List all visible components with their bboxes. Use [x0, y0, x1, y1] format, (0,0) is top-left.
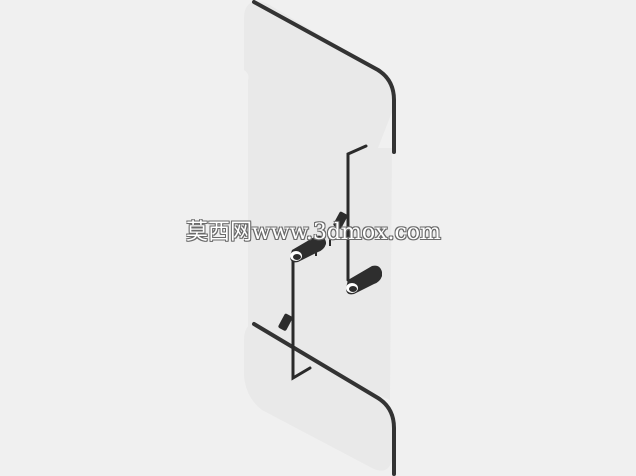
- bottom-leaf-panel: [244, 322, 392, 471]
- lower-tab: [278, 313, 293, 331]
- upper-slot-line: [346, 144, 368, 282]
- lower-slot-line: [291, 254, 312, 381]
- upper-tab: [333, 211, 348, 229]
- watermark-text: 莫西网www.3dmox.com: [186, 220, 441, 245]
- right-knuckle: [346, 265, 382, 295]
- bottom-leaf-edge: [252, 322, 396, 476]
- left-knuckle: [290, 235, 326, 263]
- top-leaf-edge: [252, 0, 396, 154]
- top-leaf-panel: [244, 1, 392, 400]
